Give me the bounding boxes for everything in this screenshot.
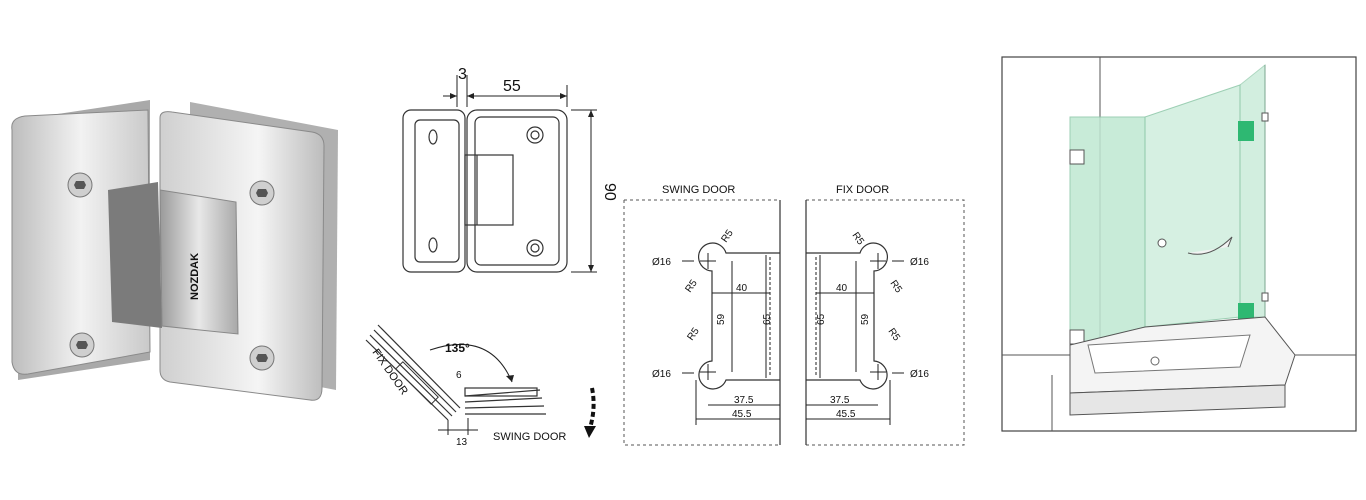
door-knob-icon (1157, 238, 1167, 248)
angle-label: 135° (445, 341, 470, 355)
hinge-product-photo: NOZDAK (0, 90, 350, 420)
fix-dim-37-5: 37.5 (830, 395, 850, 406)
dim-13-label: 13 (456, 437, 468, 448)
swing-r5-label-1: R5 (719, 228, 736, 245)
hinge-knuckle-recess (108, 182, 162, 328)
front-view-svg: 3 55 90 (402, 66, 618, 273)
shower-svg (1001, 56, 1357, 432)
hinge-photo-illustration: NOZDAK (11, 100, 338, 401)
knuckle-outline (464, 154, 514, 226)
angle-view-drawing: 135° FIX DOOR 6 13 SWING DOOR (360, 300, 620, 460)
drain-icon (1150, 356, 1160, 366)
brand-text: NOZDAK (189, 253, 201, 300)
swing-door-label: SWING DOOR (493, 431, 566, 443)
left-plate-outline (402, 109, 466, 273)
swing-r5-label-3: R5 (685, 326, 702, 343)
fix-r5-label-3: R5 (886, 326, 903, 343)
dim-3-label: 3 (458, 66, 467, 83)
dim-55-label: 55 (503, 78, 521, 95)
swing-glass-door (1144, 84, 1241, 328)
right-plate-outline (466, 109, 568, 273)
swing-door-cutout (697, 242, 780, 390)
shower-installation-illustration (1000, 55, 1358, 433)
front-view-drawing: 3 55 90 (395, 55, 620, 290)
angle-view-svg: 135° FIX DOOR 6 13 SWING DOOR (365, 324, 596, 448)
swing-hole-bottom-label: Ø16 (652, 369, 671, 380)
right-plate-inner (474, 116, 560, 266)
door-open-arrow-icon (1187, 236, 1233, 255)
wall-clamp-icon (1069, 149, 1085, 165)
fix-door-title: FIX DOOR (836, 184, 889, 196)
glass-cutout-drawings: SWING DOOR FIX DOOR Ø16 Ø16 R5 R5 R5 40 … (620, 175, 970, 450)
cutout-svg: SWING DOOR FIX DOOR Ø16 Ø16 R5 R5 R5 40 … (623, 184, 965, 446)
side-glass-panel (1239, 63, 1266, 318)
swing-dim-37-5: 37.5 (734, 395, 754, 406)
swing-hole-top-label: Ø16 (652, 257, 671, 268)
swing-dim-45-5: 45.5 (732, 409, 752, 420)
hinge-top-icon (1238, 121, 1254, 141)
fix-r5-label-1: R5 (850, 230, 867, 247)
fix-dim-65: 65 (816, 313, 827, 325)
fix-hole-bottom-label: Ø16 (910, 369, 929, 380)
dim-90-label: 90 (601, 183, 618, 201)
fix-dim-40: 40 (836, 283, 848, 294)
swing-dim-65: 65 (762, 313, 773, 325)
screw-icon (249, 345, 275, 371)
swing-dim-40: 40 (736, 283, 748, 294)
left-plate-inner (414, 119, 460, 263)
swing-door-title: SWING DOOR (662, 184, 735, 196)
fix-dim-45-5: 45.5 (836, 409, 856, 420)
screw-icon (69, 332, 95, 358)
swing-direction-arrow-icon (584, 426, 596, 438)
dim-6-label: 6 (456, 370, 462, 381)
fix-dim-59: 59 (860, 313, 871, 325)
fix-hole-top-label: Ø16 (910, 257, 929, 268)
screw-icon (249, 180, 275, 206)
hinge-knuckle (159, 189, 239, 335)
fix-r5-label-2: R5 (888, 278, 905, 295)
swing-r5-label-2: R5 (683, 278, 700, 295)
screw-icon (67, 172, 93, 198)
fix-door-cutout (806, 242, 889, 390)
swing-dim-59: 59 (716, 313, 727, 325)
